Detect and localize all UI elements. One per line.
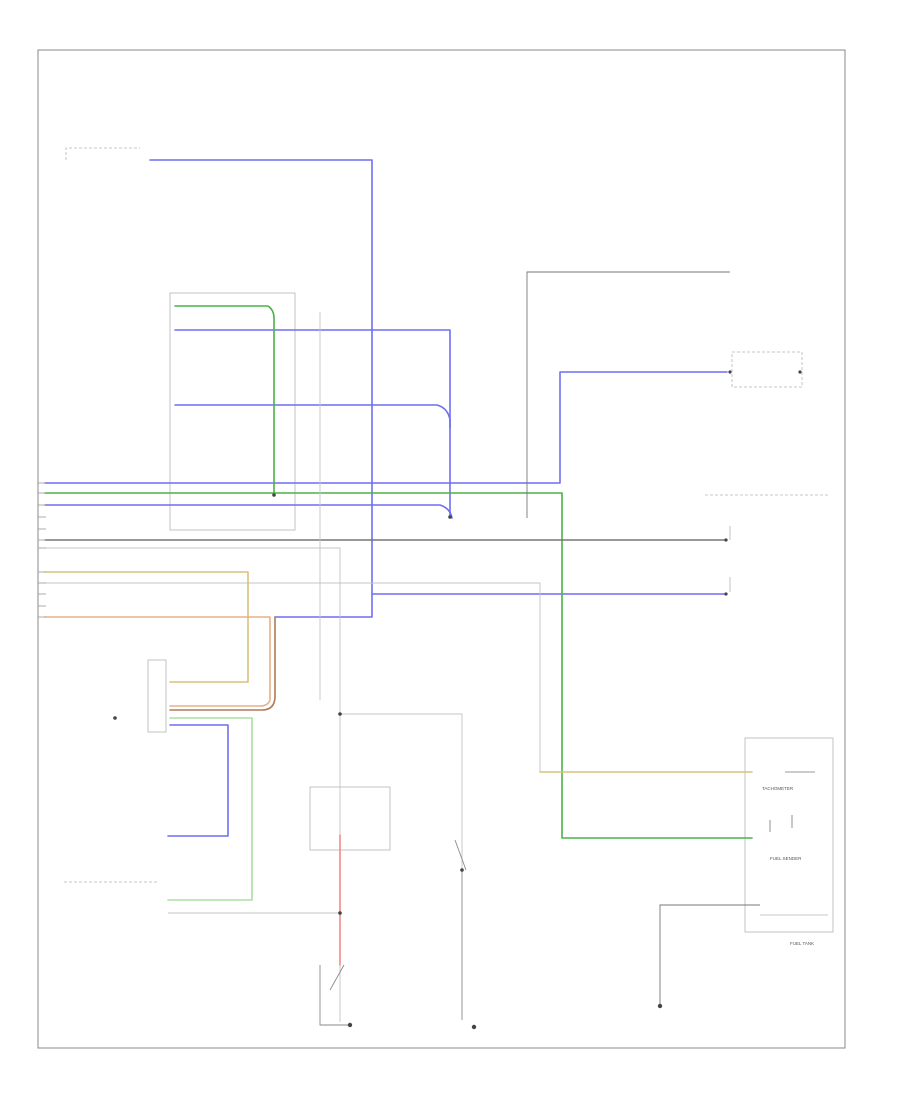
light-gray-wire-left (45, 547, 341, 1022)
brown-wire (169, 616, 276, 711)
ground-symbol (347, 1022, 353, 1028)
switch-left-line (319, 965, 348, 1026)
tach-ground-line (659, 904, 760, 1005)
fuel-tank-label: FUEL TANK (790, 941, 814, 946)
orange-wire (44, 616, 271, 707)
blue-wire-sensor (167, 724, 229, 837)
switch-contact-center (454, 839, 467, 871)
yellow-wire (44, 571, 249, 683)
blue-wire-upper (174, 329, 451, 516)
page-frame (37, 49, 846, 1049)
fuel-sender-label: FUEL SENDER (770, 856, 802, 861)
splice-dot (460, 868, 464, 872)
tachometer-label: TACHOMETER (762, 786, 794, 791)
fuel-sender-symbol (769, 771, 815, 832)
green-wire-top (174, 305, 275, 496)
gray-wire-top-right (526, 271, 730, 518)
top-left-module-outline (65, 147, 140, 160)
light-green-wire (167, 717, 253, 901)
green-wire-tach (44, 492, 753, 839)
connector-pin (724, 538, 728, 542)
blue-wire-right-riser (44, 371, 728, 484)
connector-pin (728, 370, 732, 374)
switch-contact-left (329, 964, 345, 991)
sensor-connector-block (147, 659, 167, 733)
splice-dot (338, 712, 342, 716)
splice-dot (338, 911, 342, 915)
connector-pin (798, 370, 802, 374)
tachometer-module (744, 737, 834, 933)
splice-dot (272, 493, 276, 497)
relay-box (309, 786, 391, 851)
ground-symbol (657, 1003, 663, 1009)
sensor-dashed-box (731, 351, 803, 388)
light-gray-wire-row (45, 582, 662, 773)
blue-wire-bottom-loop (274, 593, 373, 618)
light-gray-wire-relay (340, 713, 463, 870)
blue-wire-mid (174, 404, 451, 429)
blue-wire-cross (44, 504, 453, 519)
splice-dot (448, 515, 452, 519)
instrument-connector-block (169, 292, 296, 531)
blue-wire-trunk (149, 159, 727, 595)
connector-pin (724, 592, 728, 596)
left-connector-pins (38, 482, 46, 618)
ground-symbol (471, 1024, 477, 1030)
connector-pin (113, 716, 117, 720)
